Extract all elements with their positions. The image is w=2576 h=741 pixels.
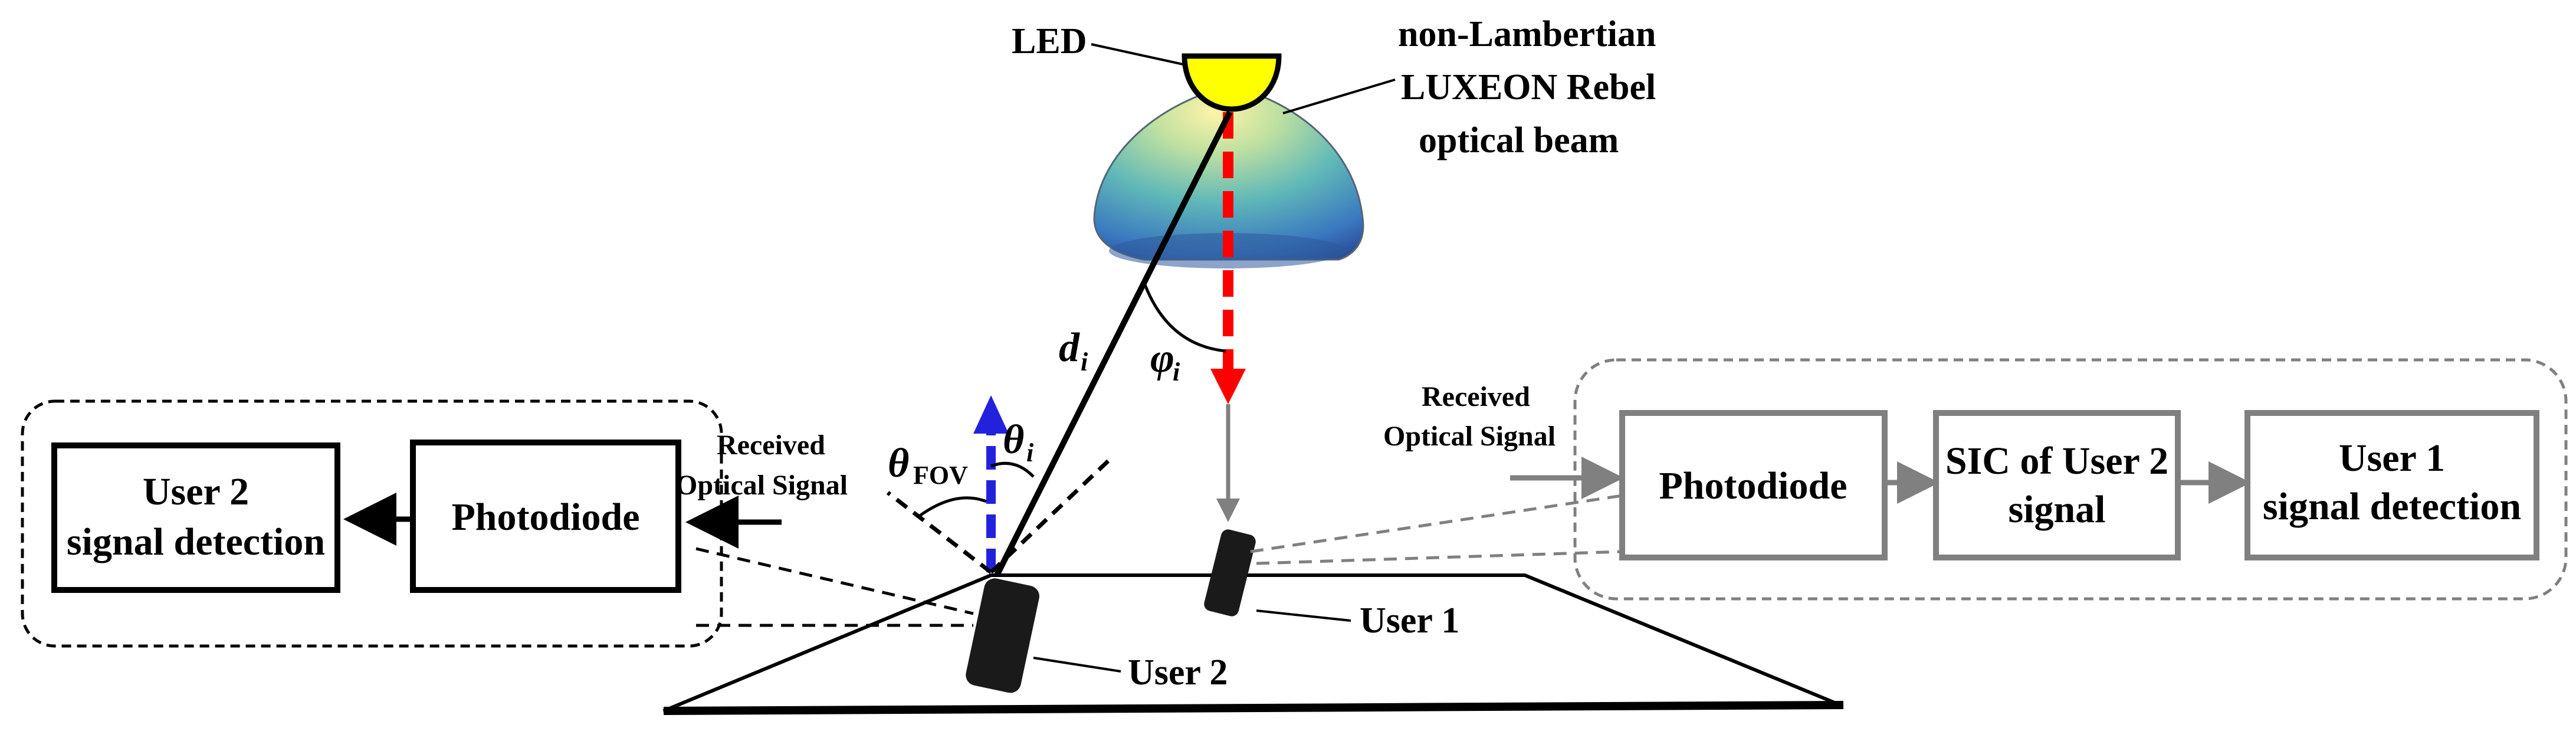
beam-label-line3: optical beam [1419, 120, 1619, 160]
phi-arc [1143, 283, 1226, 353]
right-link-dash-1 [1250, 494, 1623, 553]
user1-leader-line [1256, 609, 1351, 622]
user2-phone-icon [966, 578, 1039, 693]
user1-vertical-arrowhead [1216, 499, 1240, 522]
left-link-dash-1 [695, 547, 974, 615]
left-received-line2: Optical Signal [675, 470, 848, 501]
user2-leader-line [1033, 657, 1121, 673]
fov-left-line [886, 491, 993, 574]
phi-sub: i [1173, 358, 1180, 386]
fov-right-line [989, 458, 1111, 574]
user1-detection-line1: User 1 [2339, 437, 2445, 480]
right-photodiode-label: Photodiode [1659, 464, 1847, 507]
sic-box: SIC of User 2 signal [1933, 410, 2181, 560]
user1-detection-box: User 1 signal detection [2244, 410, 2539, 560]
led-leader-line [1091, 43, 1186, 66]
user1-detection-line2: signal detection [2263, 485, 2521, 528]
user2-label: User 2 [1128, 653, 1228, 693]
distance-line [994, 110, 1233, 577]
user2-detection-box: User 2 signal detection [51, 442, 340, 593]
beam-leader-line [1282, 78, 1396, 114]
sic-line1: SIC of User 2 [1945, 440, 2168, 483]
distance-sub: i [1081, 347, 1088, 376]
user2-detection-line2: signal detection [67, 520, 325, 563]
left-photodiode-label: Photodiode [451, 496, 639, 539]
theta-fov-label: θ [888, 441, 909, 486]
left-received-line1: Received [717, 429, 825, 461]
right-received-line2: Optical Signal [1383, 421, 1556, 452]
left-photodiode-box: Photodiode [410, 440, 681, 593]
theta-i-label: θ [1003, 417, 1024, 463]
sic-line2: signal [2008, 488, 2105, 531]
normal-arrowhead [973, 395, 1009, 434]
theta-i-arc [990, 461, 1035, 478]
led-icon [1182, 53, 1282, 112]
user1-phone-icon [1204, 529, 1256, 617]
beam-label-line1: non-Lambertian [1398, 14, 1656, 54]
beam-label-line2: LUXEON Rebel [1401, 67, 1656, 107]
floor-plane [662, 573, 1844, 715]
distance-label: d [1059, 325, 1080, 370]
right-photodiode-box: Photodiode [1619, 410, 1888, 560]
beam-axis-arrowhead [1210, 369, 1246, 404]
theta-i-sub: i [1026, 438, 1034, 467]
theta-fov-sub: FOV [913, 461, 968, 490]
right-link-dash-2 [1256, 550, 1623, 565]
led-label: LED [1012, 21, 1087, 61]
right-received-line1: Received [1422, 381, 1530, 412]
user1-label: User 1 [1360, 601, 1459, 641]
theta-fov-arc [918, 496, 987, 518]
user2-detection-line1: User 2 [143, 470, 249, 513]
phi-label: φ [1150, 336, 1174, 381]
